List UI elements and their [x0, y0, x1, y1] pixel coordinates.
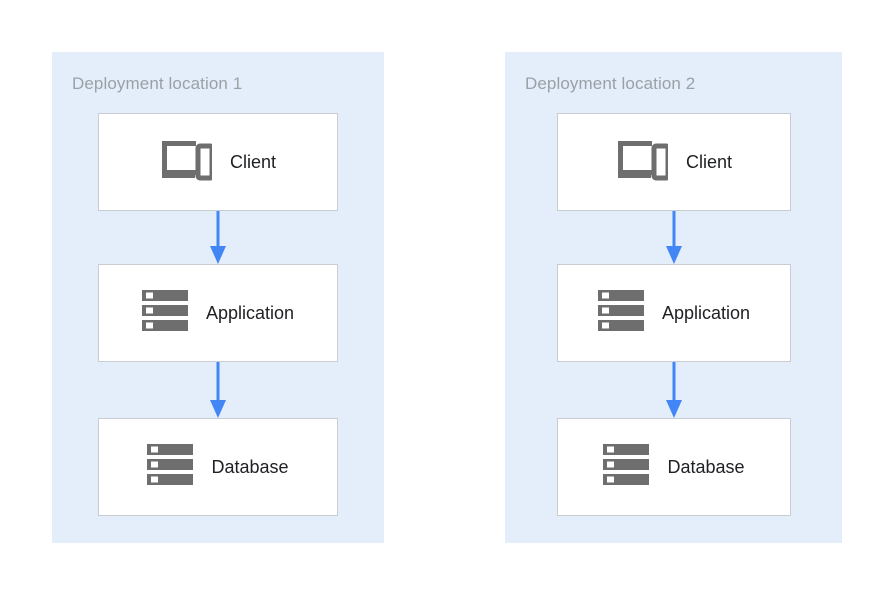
server-stack-icon	[603, 443, 650, 492]
zone-2-node-client[interactable]: Client	[557, 113, 791, 211]
zone-2-node-application-label: Application	[661, 302, 751, 323]
zone-1-node-database[interactable]: Database	[98, 418, 338, 516]
server-stack-icon	[147, 443, 194, 492]
zone-1-node-application-label: Application	[205, 302, 295, 323]
zone-1-node-client[interactable]: Client	[98, 113, 338, 211]
zone-1-node-database-label: Database	[211, 456, 289, 477]
server-stack-icon	[597, 289, 644, 338]
zone-2-title: Deployment location 2	[525, 74, 696, 93]
devices-icon	[616, 139, 671, 186]
zone-2-arrow-client-to-application	[664, 211, 684, 265]
deployment-zone-2: Deployment location 2 Client	[505, 52, 842, 543]
devices-icon	[160, 139, 215, 186]
zone-2-node-database-label: Database	[667, 456, 745, 477]
zone-2-node-application[interactable]: Application	[557, 264, 791, 362]
zone-1-arrow-application-to-database	[208, 362, 228, 419]
zone-1-arrow-client-to-application	[208, 211, 228, 265]
zone-2-arrow-application-to-database	[664, 362, 684, 419]
zone-1-node-client-label: Client	[229, 151, 277, 172]
zone-2-node-client-label: Client	[685, 151, 733, 172]
server-stack-icon	[141, 289, 188, 338]
deployment-zone-1: Deployment location 1 Client	[52, 52, 384, 543]
zone-1-title: Deployment location 1	[72, 74, 243, 93]
zone-1-node-application[interactable]: Application	[98, 264, 338, 362]
zone-2-node-database[interactable]: Database	[557, 418, 791, 516]
